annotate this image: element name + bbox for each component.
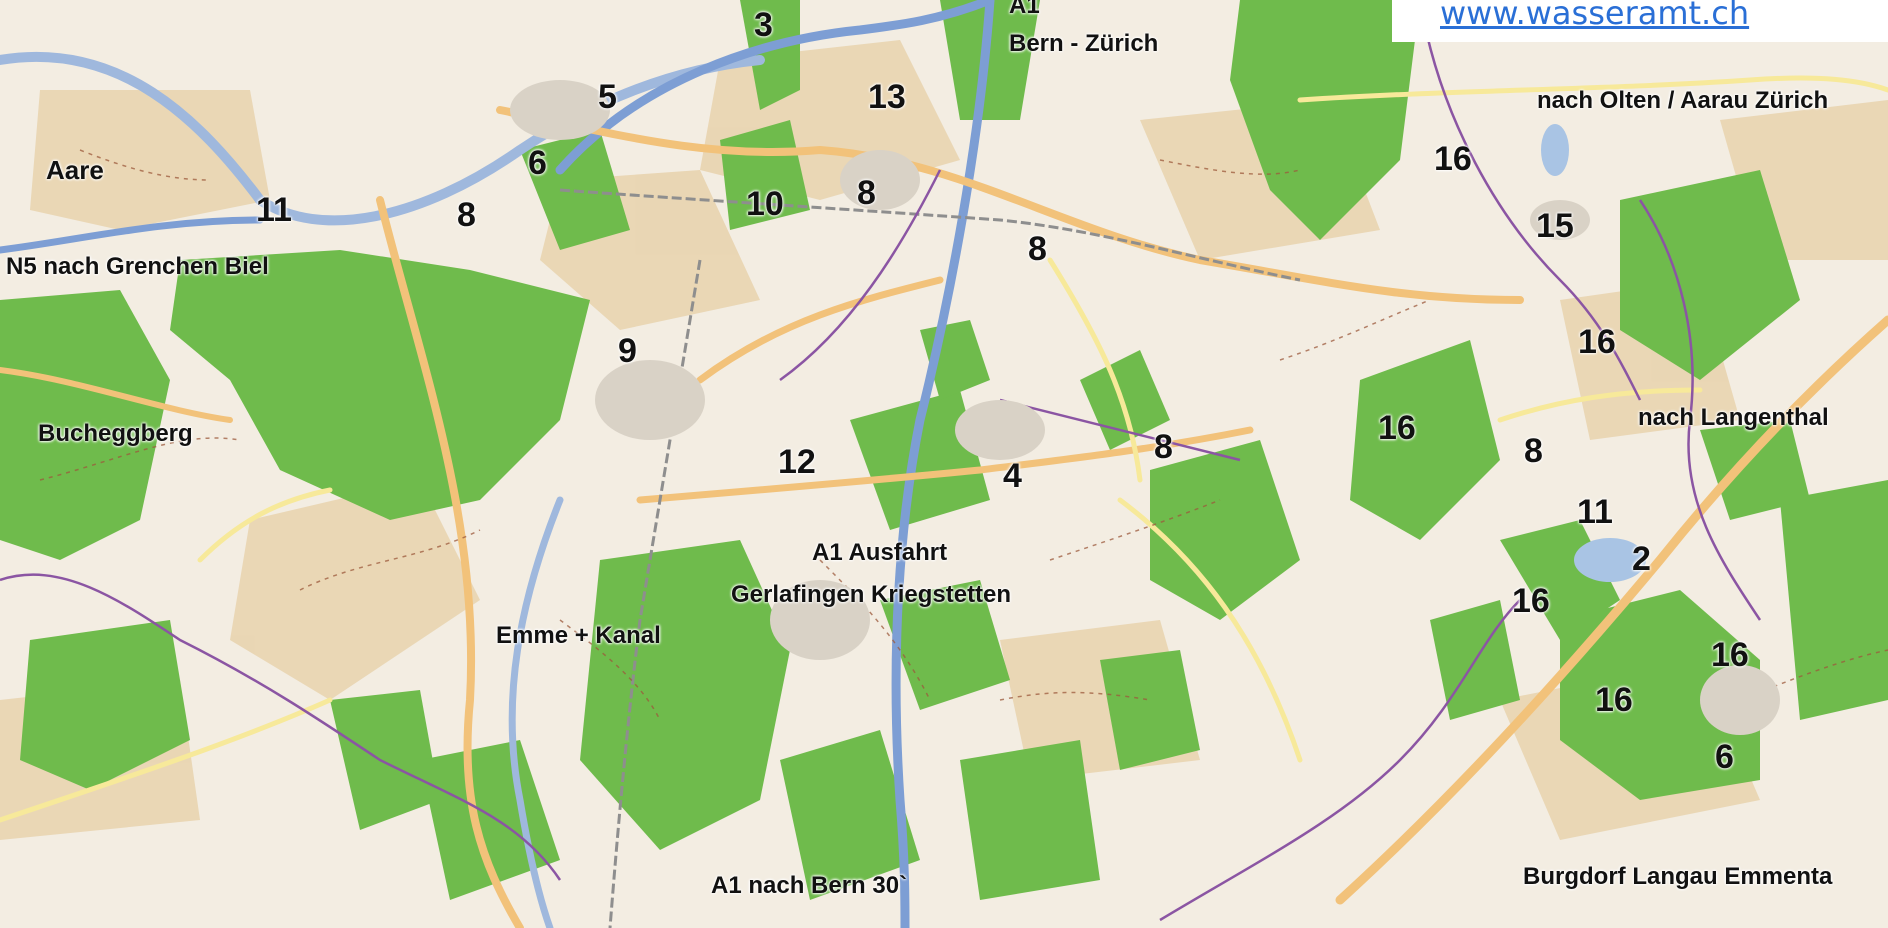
marker-number: 11: [1577, 493, 1613, 531]
label-langenthal: nach Langenthal: [1638, 404, 1829, 431]
label-emme: Emme + Kanal: [496, 622, 661, 649]
marker-number: 8: [1524, 432, 1543, 470]
marker-number: 4: [1003, 457, 1022, 495]
marker-number: 16: [1578, 323, 1616, 361]
settlements: [510, 80, 1780, 735]
marker-number: 8: [457, 196, 476, 234]
label-a1: A1: [1009, 0, 1040, 19]
marker-number: 3: [754, 6, 773, 44]
label-grenchen: N5 nach Grenchen Biel: [6, 253, 269, 280]
label-ausfahrt-2: Gerlafingen Kriegstetten: [731, 581, 1012, 608]
secondary-roads: [0, 75, 1888, 823]
marker-number: 13: [868, 78, 906, 116]
label-burgdorf: Burgdorf Langau Emmenta: [1523, 863, 1833, 890]
marker-number: 12: [778, 443, 816, 481]
marker-number: 16: [1711, 636, 1749, 674]
forest-areas: [0, 0, 1888, 900]
marker-number: 16: [1378, 409, 1416, 447]
rivers: [0, 51, 765, 928]
link-banner: [1392, 0, 1888, 42]
label-bucheggberg: Bucheggberg: [38, 420, 193, 447]
marker-number: 8: [1154, 428, 1173, 466]
label-bern-zurich: Bern - Zürich: [1009, 30, 1159, 57]
railways: [559, 188, 1301, 928]
marker-number: 6: [1715, 738, 1734, 776]
marker-number: 16: [1595, 681, 1633, 719]
label-olten: nach Olten / Aarau Zürich: [1537, 87, 1829, 114]
marker-number: 9: [618, 332, 637, 370]
marker-number: 15: [1536, 207, 1574, 245]
main-roads: [0, 106, 1888, 928]
marker-number: 6: [528, 144, 547, 182]
marker-number: 16: [1512, 582, 1550, 620]
marker-number: 8: [857, 174, 876, 212]
marker-number: 5: [598, 78, 617, 116]
marker-number: 2: [1632, 540, 1651, 578]
marker-number: 16: [1434, 140, 1472, 178]
label-ausfahrt-1: A1 Ausfahrt: [812, 539, 948, 566]
marker-number: 11: [256, 191, 292, 229]
lakes: [1541, 124, 1646, 582]
website-link[interactable]: www.wasseramt.ch: [1440, 0, 1750, 32]
marker-number: 8: [1028, 230, 1047, 268]
label-aare: Aare: [46, 155, 104, 185]
marker-number: 10: [746, 185, 784, 223]
boundaries: [0, 0, 1762, 922]
label-bern30: A1 nach Bern 30`: [711, 872, 908, 899]
